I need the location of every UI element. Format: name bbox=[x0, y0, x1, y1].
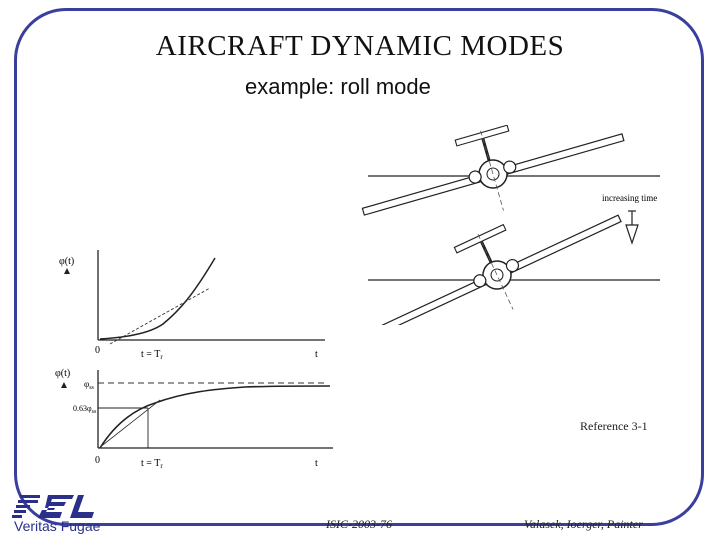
sixty-three-percent-label: 0.63φss bbox=[73, 404, 97, 415]
bottom-origin-label: 0 bbox=[95, 455, 100, 466]
top-response-curve bbox=[99, 257, 216, 340]
initial-slope-line bbox=[98, 399, 161, 449]
reference-note: Reference 3-1 bbox=[580, 419, 648, 433]
logo-motto: Veritas Fugae bbox=[14, 518, 101, 534]
slide-frame bbox=[14, 8, 704, 526]
top-x-label: t bbox=[315, 349, 318, 360]
increasing-time-label: increasing time bbox=[602, 193, 657, 203]
bottom-y-label: φ(t) bbox=[55, 368, 70, 379]
roll-rate-convergence-plot: φ(t) φss 0.63φss 0 t = Tr t bbox=[55, 368, 333, 470]
top-tangent-line bbox=[109, 287, 211, 345]
bottom-x-label: t bbox=[315, 458, 318, 469]
fsl-logo-icon bbox=[12, 495, 94, 518]
bottom-y-arrow bbox=[61, 382, 67, 388]
aircraft-lower bbox=[372, 214, 622, 325]
aircraft-roll-diagram: increasing time bbox=[361, 125, 660, 325]
footer-authors: Valasek, Ioerger, Painter bbox=[524, 517, 643, 531]
top-origin-label: 0 bbox=[95, 345, 100, 356]
top-y-label: φ(t) bbox=[59, 256, 74, 267]
steady-state-label: φss bbox=[84, 379, 95, 391]
bottom-time-constant-label: t = Tr bbox=[141, 458, 163, 470]
footer-course-code: ISIC-2003-76 bbox=[326, 517, 392, 531]
roll-angle-divergence-plot: φ(t) 0 t = Tr t bbox=[59, 250, 325, 360]
aircraft-upper bbox=[361, 125, 625, 216]
top-y-arrow bbox=[64, 268, 70, 274]
top-time-constant-label: t = Tr bbox=[141, 349, 163, 360]
slide-subtitle: example: roll mode bbox=[245, 74, 431, 99]
slide-title: AIRCRAFT DYNAMIC MODES bbox=[155, 30, 565, 62]
down-arrow-icon bbox=[625, 210, 639, 245]
bottom-response-curve bbox=[99, 385, 331, 449]
